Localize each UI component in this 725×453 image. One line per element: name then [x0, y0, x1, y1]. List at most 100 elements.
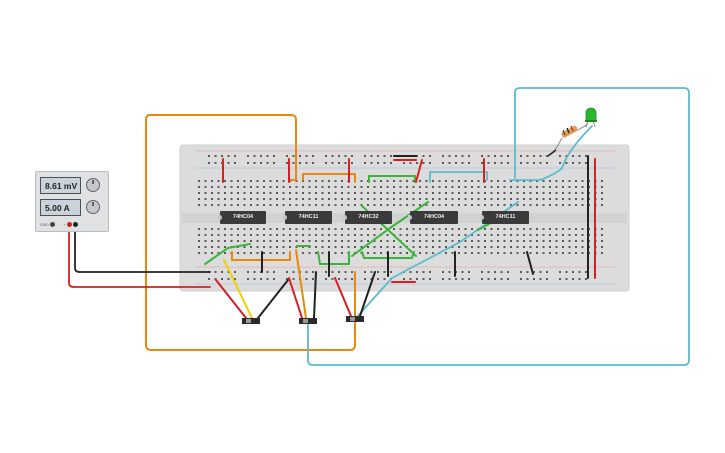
- breadboard-hole[interactable]: [555, 240, 558, 242]
- breadboard-hole[interactable]: [224, 198, 226, 200]
- breadboard-hole[interactable]: [217, 192, 220, 194]
- breadboard-hole[interactable]: [468, 278, 470, 280]
- breadboard-hole[interactable]: [334, 228, 337, 230]
- breadboard-hole[interactable]: [422, 271, 425, 273]
- breadboard-hole[interactable]: [429, 271, 431, 273]
- breadboard-hole[interactable]: [250, 192, 252, 194]
- breadboard-hole[interactable]: [211, 246, 213, 248]
- breadboard-hole[interactable]: [302, 198, 304, 200]
- breadboard-hole[interactable]: [500, 155, 503, 157]
- breadboard-hole[interactable]: [282, 240, 285, 242]
- breadboard-hole[interactable]: [484, 246, 486, 248]
- breadboard-hole[interactable]: [380, 186, 382, 188]
- breadboard-hole[interactable]: [445, 186, 447, 188]
- breadboard-hole[interactable]: [295, 180, 298, 182]
- breadboard-hole[interactable]: [503, 228, 506, 230]
- breadboard-hole[interactable]: [416, 278, 418, 280]
- breadboard-hole[interactable]: [393, 180, 395, 182]
- breadboard-hole[interactable]: [458, 198, 460, 200]
- breadboard-hole[interactable]: [536, 246, 538, 248]
- breadboard-hole[interactable]: [364, 162, 366, 164]
- breadboard-hole[interactable]: [289, 204, 291, 206]
- breadboard-hole[interactable]: [393, 186, 395, 188]
- breadboard-hole[interactable]: [217, 246, 220, 248]
- breadboard-hole[interactable]: [312, 162, 314, 164]
- breadboard-hole[interactable]: [409, 271, 412, 273]
- breadboard-hole[interactable]: [237, 234, 239, 236]
- breadboard-hole[interactable]: [438, 246, 441, 248]
- breadboard-hole[interactable]: [581, 228, 584, 230]
- lead-switch2-orange[interactable]: [295, 249, 307, 319]
- breadboard-hole[interactable]: [412, 228, 415, 230]
- breadboard-hole[interactable]: [299, 162, 301, 164]
- breadboard-hole[interactable]: [263, 186, 265, 188]
- breadboard-hole[interactable]: [204, 180, 207, 182]
- breadboard-hole[interactable]: [412, 186, 415, 188]
- breadboard-hole[interactable]: [549, 234, 551, 236]
- breadboard-hole[interactable]: [419, 240, 421, 242]
- breadboard-hole[interactable]: [601, 240, 603, 242]
- breadboard-hole[interactable]: [292, 271, 295, 273]
- breadboard-hole[interactable]: [256, 204, 259, 206]
- breadboard-hole[interactable]: [536, 198, 538, 200]
- breadboard-hole[interactable]: [406, 252, 408, 254]
- breadboard-hole[interactable]: [364, 271, 366, 273]
- breadboard-hole[interactable]: [487, 278, 490, 280]
- breadboard-hole[interactable]: [477, 234, 480, 236]
- breadboard-hole[interactable]: [419, 246, 421, 248]
- breadboard-hole[interactable]: [536, 186, 538, 188]
- breadboard-hole[interactable]: [516, 186, 519, 188]
- breadboard-hole[interactable]: [542, 192, 545, 194]
- breadboard-hole[interactable]: [247, 162, 249, 164]
- breadboard-hole[interactable]: [503, 246, 506, 248]
- breadboard-hole[interactable]: [256, 186, 259, 188]
- breadboard-hole[interactable]: [448, 271, 451, 273]
- breadboard-hole[interactable]: [546, 271, 548, 273]
- breadboard-hole[interactable]: [269, 240, 272, 242]
- breadboard-hole[interactable]: [308, 240, 311, 242]
- breadboard-hole[interactable]: [581, 234, 584, 236]
- breadboard-hole[interactable]: [471, 234, 473, 236]
- lead-switch2-black[interactable]: [313, 271, 317, 319]
- breadboard-hole[interactable]: [393, 252, 395, 254]
- breadboard-hole[interactable]: [289, 192, 291, 194]
- breadboard-hole[interactable]: [377, 278, 379, 280]
- breadboard-hole[interactable]: [438, 192, 441, 194]
- breadboard-hole[interactable]: [373, 252, 376, 254]
- breadboard-hole[interactable]: [406, 180, 408, 182]
- breadboard-hole[interactable]: [520, 278, 522, 280]
- breadboard-hole[interactable]: [263, 246, 265, 248]
- breadboard-hole[interactable]: [370, 271, 373, 273]
- wire-orange-loop[interactable]: [145, 114, 356, 351]
- breadboard-hole[interactable]: [334, 240, 337, 242]
- breadboard-hole[interactable]: [510, 186, 512, 188]
- breadboard-hole[interactable]: [484, 192, 486, 194]
- breadboard-hole[interactable]: [416, 162, 418, 164]
- breadboard-hole[interactable]: [494, 155, 496, 157]
- breadboard-hole[interactable]: [328, 186, 330, 188]
- breadboard-hole[interactable]: [432, 186, 434, 188]
- breadboard-hole[interactable]: [221, 278, 223, 280]
- breadboard-hole[interactable]: [464, 180, 467, 182]
- breadboard-hole[interactable]: [282, 228, 285, 230]
- breadboard-hole[interactable]: [536, 204, 538, 206]
- breadboard-hole[interactable]: [217, 180, 220, 182]
- breadboard-hole[interactable]: [487, 271, 490, 273]
- breadboard-hole[interactable]: [308, 252, 311, 254]
- breadboard-hole[interactable]: [568, 186, 571, 188]
- breadboard-hole[interactable]: [533, 278, 535, 280]
- breadboard-hole[interactable]: [315, 192, 317, 194]
- breadboard-hole[interactable]: [481, 162, 483, 164]
- wire-psu-red[interactable]: [68, 225, 211, 288]
- breadboard-hole[interactable]: [432, 246, 434, 248]
- breadboard-hole[interactable]: [468, 271, 470, 273]
- breadboard-hole[interactable]: [227, 271, 230, 273]
- breadboard-hole[interactable]: [289, 198, 291, 200]
- breadboard-hole[interactable]: [438, 240, 441, 242]
- breadboard-hole[interactable]: [536, 234, 538, 236]
- breadboard-hole[interactable]: [399, 180, 402, 182]
- breadboard-hole[interactable]: [273, 155, 275, 157]
- breadboard-hole[interactable]: [529, 234, 532, 236]
- breadboard-hole[interactable]: [406, 228, 408, 230]
- breadboard-hole[interactable]: [367, 234, 369, 236]
